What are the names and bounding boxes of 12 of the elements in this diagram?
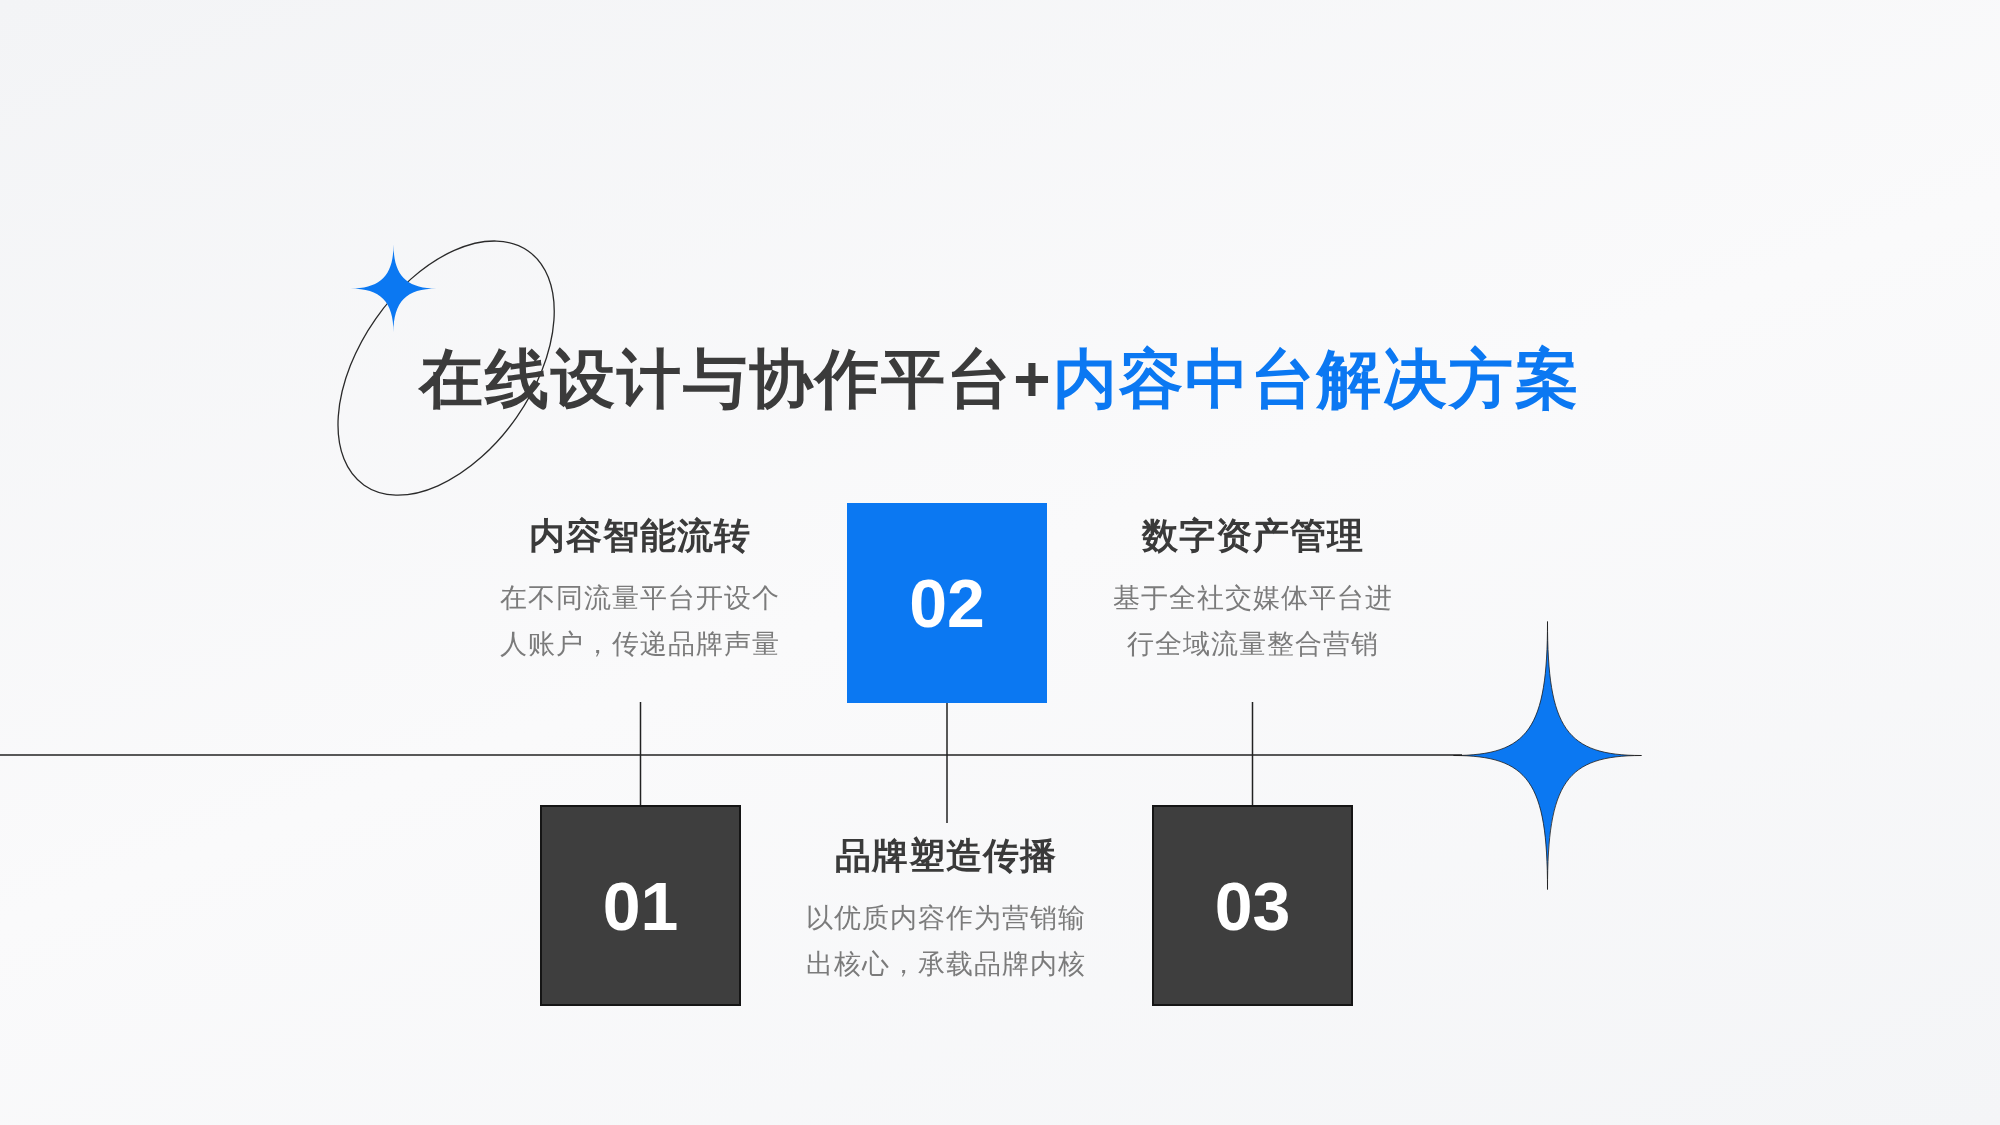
connector-line: [946, 702, 948, 824]
step-heading: 数字资产管理: [1142, 514, 1364, 558]
step-number-box: 02: [847, 503, 1047, 703]
step-description: 基于全社交媒体平台进行全域流量整合营销: [1112, 582, 1394, 661]
step-description: 在不同流量平台开设个人账户，传递品牌声量: [499, 582, 781, 661]
connector-line: [639, 701, 642, 806]
step-number-box: 01: [540, 805, 741, 1006]
connector-line: [1251, 701, 1254, 806]
step-number-box: 03: [1152, 805, 1353, 1006]
step-description: 以优质内容作为营销输出核心，承载品牌内核: [805, 902, 1087, 981]
step-heading: 品牌塑造传播: [835, 834, 1057, 878]
step-heading: 内容智能流转: [529, 514, 751, 558]
